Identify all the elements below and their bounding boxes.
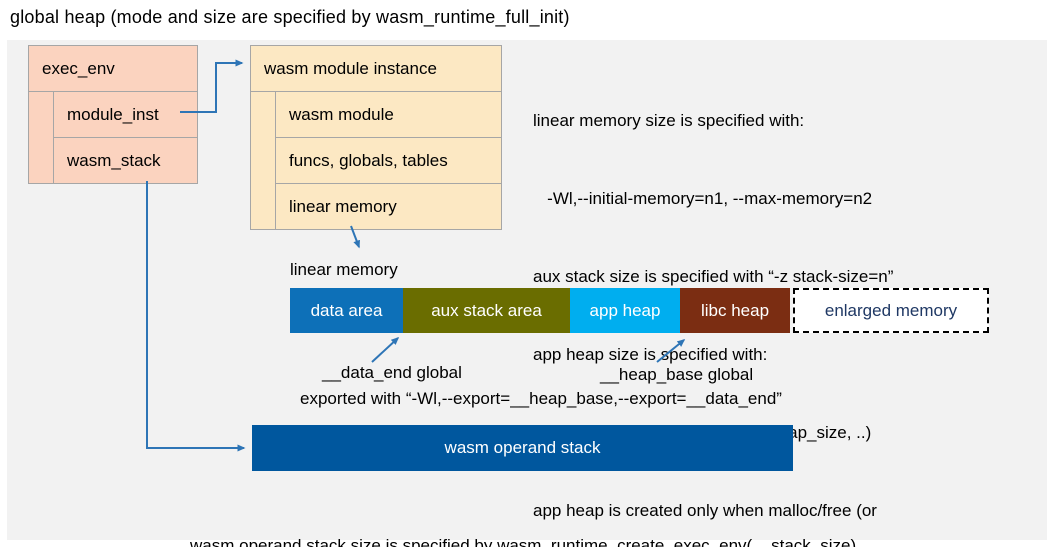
operand-stack-bar: wasm operand stack <box>252 425 793 471</box>
segment-data-area: data area <box>290 288 403 333</box>
note-line: -Wl,--initial-memory=n1, --max-memory=n2 <box>533 189 873 208</box>
page-title: global heap (mode and size are specified… <box>10 7 570 27</box>
exec-env-header: exec_env <box>29 46 197 92</box>
exec-env-row-wasm-stack: wasm_stack <box>54 137 197 183</box>
segment-enlarged-memory: enlarged memory <box>793 288 989 333</box>
segment-aux-stack-area: aux stack area <box>403 288 570 333</box>
note-line: app heap is created only when malloc/fre… <box>533 501 877 520</box>
note-line: linear memory size is specified with: <box>533 111 805 130</box>
exec-env-indent <box>29 92 54 183</box>
heap-base-global-label: __heap_base global <box>600 365 754 384</box>
segment-libc-heap: libc heap <box>680 288 790 333</box>
module-instance-row-funcs-globals-tables: funcs, globals, tables <box>276 137 501 183</box>
module-instance-row-linear-memory: linear memory <box>276 183 501 229</box>
notes-bottom: wasm operand stack size is specified by … <box>190 483 856 547</box>
module-instance-indent <box>251 92 276 229</box>
linear-memory-label: linear memory <box>290 260 398 279</box>
module-instance-row-wasm-module: wasm module <box>289 104 394 124</box>
exec-env-row-module-inst: module_inst <box>67 104 159 124</box>
module-instance-box: wasm module instance wasm module funcs, … <box>250 45 502 230</box>
linear-memory-bar: data area aux stack area app heap libc h… <box>290 288 989 333</box>
exec-env-box: exec_env module_inst wasm_stack <box>28 45 198 184</box>
exported-with-label: exported with “-Wl,--export=__heap_base,… <box>300 389 782 408</box>
note-line: aux stack size is specified with “-z sta… <box>533 267 894 286</box>
operand-stack-label: wasm operand stack <box>444 438 601 457</box>
data-end-global-label: __data_end global <box>322 363 462 382</box>
module-instance-header: wasm module instance <box>251 46 501 92</box>
module-instance-body: wasm module funcs, globals, tables linea… <box>251 92 501 229</box>
exec-env-body: module_inst wasm_stack <box>29 92 197 183</box>
note-line: wasm operand stack size is specified by … <box>190 536 857 547</box>
segment-app-heap: app heap <box>570 288 680 333</box>
